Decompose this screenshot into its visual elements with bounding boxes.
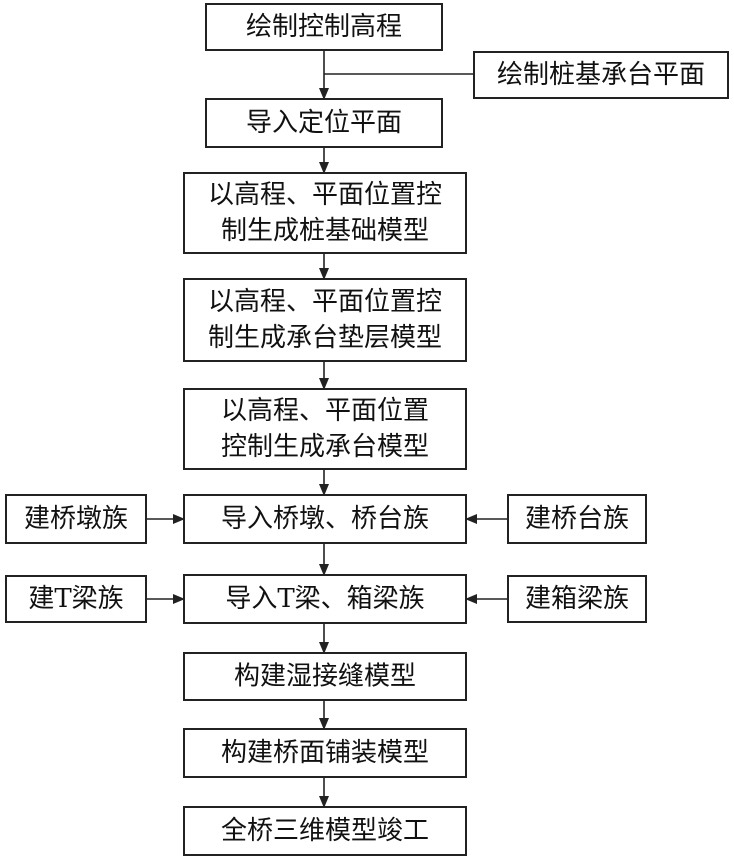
flow-node-box — [473, 51, 729, 99]
flow-node-label: 绘制控制高程 — [246, 12, 402, 42]
flow-node-box — [5, 494, 147, 544]
edges — [146, 50, 508, 808]
flow-node-label: 导入T梁、箱梁族 — [225, 584, 424, 614]
flow-node-n13: 构建湿接缝模型 — [183, 652, 467, 701]
flow-node-n10: 建T梁族 — [5, 575, 147, 623]
flow-node-label: 以高程、平面位置 — [221, 396, 429, 426]
flow-node-label: 构建湿接缝模型 — [234, 662, 416, 692]
flow-node-box — [5, 575, 147, 623]
flow-node-box — [183, 494, 467, 544]
flow-node-box — [183, 172, 467, 254]
flow-node-n15: 全桥三维模型竣工 — [183, 806, 467, 856]
flow-node-label: 全桥三维模型竣工 — [221, 816, 429, 846]
flow-node-box — [183, 806, 467, 856]
flow-node-label: 以高程、平面位置控 — [208, 287, 442, 317]
flow-node-label: 以高程、平面位置控 — [208, 180, 442, 210]
flow-node-label: 绘制桩基承台平面 — [497, 60, 705, 90]
flow-node-box — [205, 98, 443, 148]
flow-node-box — [183, 652, 467, 701]
flow-node-label: 建T梁族 — [28, 584, 123, 614]
flow-node-n1: 绘制控制高程 — [205, 3, 443, 51]
flow-node-label: 构建桥面铺装模型 — [221, 738, 429, 768]
flow-node-n12: 建箱梁族 — [507, 575, 647, 623]
flow-node-n3: 导入定位平面 — [205, 98, 443, 148]
flow-node-label: 建箱梁族 — [525, 584, 629, 614]
flow-node-n11: 导入T梁、箱梁族 — [183, 574, 467, 624]
flow-node-box — [507, 575, 647, 623]
flow-node-label: 导入定位平面 — [246, 108, 402, 138]
flow-node-n9: 建桥台族 — [507, 494, 647, 544]
flow-node-label: 建桥台族 — [525, 504, 629, 534]
flow-node-n14: 构建桥面铺装模型 — [183, 728, 467, 778]
flow-node-box — [205, 3, 443, 51]
flow-node-label: 导入桥墩、桥台族 — [221, 504, 429, 534]
nodes: 绘制控制高程绘制桩基承台平面导入定位平面以高程、平面位置控制生成桩基础模型以高程… — [5, 3, 729, 856]
flow-node-box — [183, 388, 467, 470]
flow-node-box — [183, 728, 467, 778]
flow-node-box — [183, 278, 467, 362]
flow-node-box — [183, 574, 467, 624]
flow-node-n8: 导入桥墩、桥台族 — [183, 494, 467, 544]
flow-node-label: 建桥墩族 — [24, 504, 128, 534]
flow-node-label: 制生成承台垫层模型 — [208, 323, 442, 353]
flow-node-n7: 建桥墩族 — [5, 494, 147, 544]
flow-node-box — [507, 494, 647, 544]
flow-node-label: 制生成桩基础模型 — [221, 216, 429, 246]
flow-node-n2: 绘制桩基承台平面 — [473, 51, 729, 99]
flow-node-label: 控制生成承台模型 — [221, 432, 429, 462]
